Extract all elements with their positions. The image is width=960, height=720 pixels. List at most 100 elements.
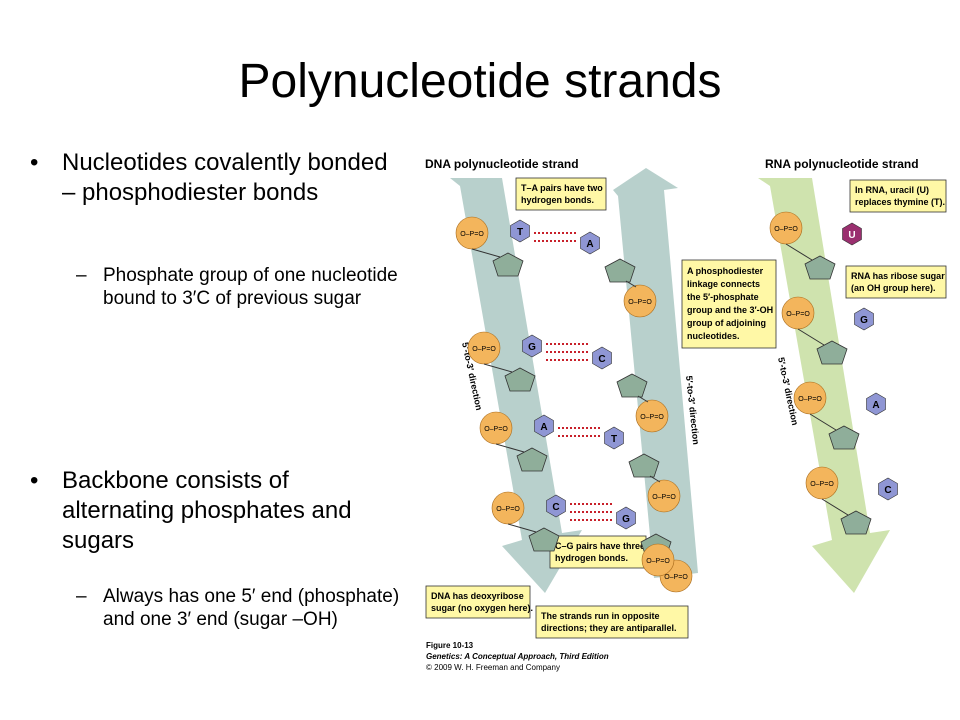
dna-left-base-C: C [546,494,566,518]
dna-left-base-T: T [510,219,530,243]
svg-text:T: T [517,227,523,238]
svg-text:the 5′-phosphate: the 5′-phosphate [687,292,759,302]
rna-strand-heading: RNA polynucleotide strand [765,157,919,171]
dna-strand-heading: DNA polynucleotide strand [425,157,579,171]
rna-base-U: U [842,222,862,246]
svg-text:hydrogen bonds.: hydrogen bonds. [521,195,594,205]
callout-ribose: RNA has ribose sugar (an OH group here). [845,265,947,299]
sub-glyph: – [76,265,87,286]
dna-left-phosphate: O–P=O [479,411,513,445]
svg-text:A phosphodiester: A phosphodiester [687,266,764,276]
dna-left-sugar [516,447,548,472]
svg-text:C: C [598,354,605,365]
svg-text:O–P=O: O–P=O [810,481,834,488]
svg-text:O–P=O: O–P=O [664,574,688,581]
dna-right-phosphate: O–P=O [647,479,681,513]
dna-left-phosphate: O–P=O [455,216,489,250]
rna-phosphate: O–P=O [805,466,839,500]
callout-phosphodiester: A phosphodiester linkage connects the 5′… [681,259,777,349]
svg-text:O–P=O: O–P=O [472,346,496,353]
slide-title: Polynucleotide strands [238,55,722,108]
svg-text:O–P=O: O–P=O [774,226,798,233]
svg-text:C: C [552,502,559,513]
dna-right-base-A: A [580,231,600,255]
rna-backbone-bond [797,328,825,346]
dna-left-base-G: G [522,334,542,358]
dna-right-phosphate: O–P=O [641,543,675,577]
svg-text:C–G pairs have three: C–G pairs have three [555,541,645,551]
svg-text:O–P=O: O–P=O [496,506,520,513]
nucleotide-strand-figure: DNA polynucleotide strand RNA polynucleo… [425,157,947,672]
svg-text:G: G [860,315,868,326]
rna-backbone-bond [785,243,813,261]
svg-text:T: T [611,434,617,445]
svg-text:G: G [622,514,630,525]
rna-phosphate: O–P=O [781,296,815,330]
dna-right-base-T: T [604,426,624,450]
direction-label-right: 5′-to-3′ direction [684,375,701,445]
rna-sugar [804,255,836,280]
rna-phosphate: O–P=O [769,211,803,245]
rna-sugar [840,510,872,535]
svg-text:C: C [884,485,891,496]
dna-right-phosphate: O–P=O [623,284,657,318]
callout-deoxyribose: DNA has deoxyribose sugar (no oxygen her… [425,585,533,619]
svg-text:A: A [540,422,547,433]
rna-strand-arrow [758,178,890,593]
figure-caption-copyright: © 2009 W. H. Freeman and Company [426,663,560,672]
rna-sugar [816,340,848,365]
svg-text:O–P=O: O–P=O [484,426,508,433]
svg-text:group and the 3′-OH: group and the 3′-OH [687,305,773,315]
dna-right-sugar [604,258,636,283]
bullet-2-text: Backbone consists of alternating phospha… [62,467,352,554]
bullet-1-text: Nucleotides covalently bonded – phosphod… [62,149,388,206]
callout-antiparallel: The strands run in opposite directions; … [535,605,689,639]
dna-right-base-C: C [592,346,612,370]
svg-text:RNA has ribose sugar: RNA has ribose sugar [851,271,945,281]
bullet-glyph: • [30,149,39,176]
svg-text:O–P=O: O–P=O [640,414,664,421]
svg-text:hydrogen bonds.: hydrogen bonds. [555,553,628,563]
dna-left-backbone-bond [495,443,525,453]
dna-left-sugar [492,252,524,277]
figure-caption-number: Figure 10-13 [426,641,474,650]
rna-backbone-bond [809,413,837,431]
rna-backbone-bond [821,498,849,516]
dna-left-phosphate: O–P=O [491,491,525,525]
svg-text:O–P=O: O–P=O [460,231,484,238]
svg-text:A: A [586,239,593,250]
svg-text:T–A pairs have two: T–A pairs have two [521,183,603,193]
rna-sugar [828,425,860,450]
svg-text:DNA has deoxyribose: DNA has deoxyribose [431,591,524,601]
svg-text:G: G [528,342,536,353]
svg-text:The strands run in opposite: The strands run in opposite [541,611,660,621]
dna-right-backbone-bond [625,280,637,288]
svg-text:O–P=O: O–P=O [652,494,676,501]
dna-left-backbone-bond [471,248,501,258]
dna-left-backbone-bond [507,523,537,533]
callout-uracil: In RNA, uracil (U) replaces thymine (T). [849,179,947,213]
svg-text:directions; they are antiparal: directions; they are antiparallel. [541,623,677,633]
svg-text:O–P=O: O–P=O [798,396,822,403]
dna-left-sugar [504,367,536,392]
rna-base-C: C [878,477,898,501]
rna-base-G: G [854,307,874,331]
rna-phosphate: O–P=O [793,381,827,415]
svg-text:O–P=O: O–P=O [646,558,670,565]
svg-text:O–P=O: O–P=O [786,311,810,318]
svg-text:O–P=O: O–P=O [628,299,652,306]
svg-text:linkage connects: linkage connects [687,279,760,289]
dna-right-base-G: G [616,506,636,530]
svg-text:group of adjoining: group of adjoining [687,318,766,328]
sub-bullet-1-text: Phosphate group of one nucleotide bound … [103,265,398,309]
callout-cg-pairs: C–G pairs have three hydrogen bonds. [549,535,647,569]
sub-bullet-2-text: Always has one 5′ end (phosphate) and on… [103,586,400,630]
bullet-glyph: • [30,467,39,494]
svg-text:replaces thymine (T).: replaces thymine (T). [855,197,945,207]
dna-left-backbone-bond [483,363,513,373]
dna-right-phosphate: O–P=O [635,399,669,433]
sub-glyph: – [76,586,87,607]
svg-text:(an OH group here).: (an OH group here). [851,283,936,293]
dna-left-sugar [528,527,560,552]
dna-right-backbone-bond [637,395,649,403]
